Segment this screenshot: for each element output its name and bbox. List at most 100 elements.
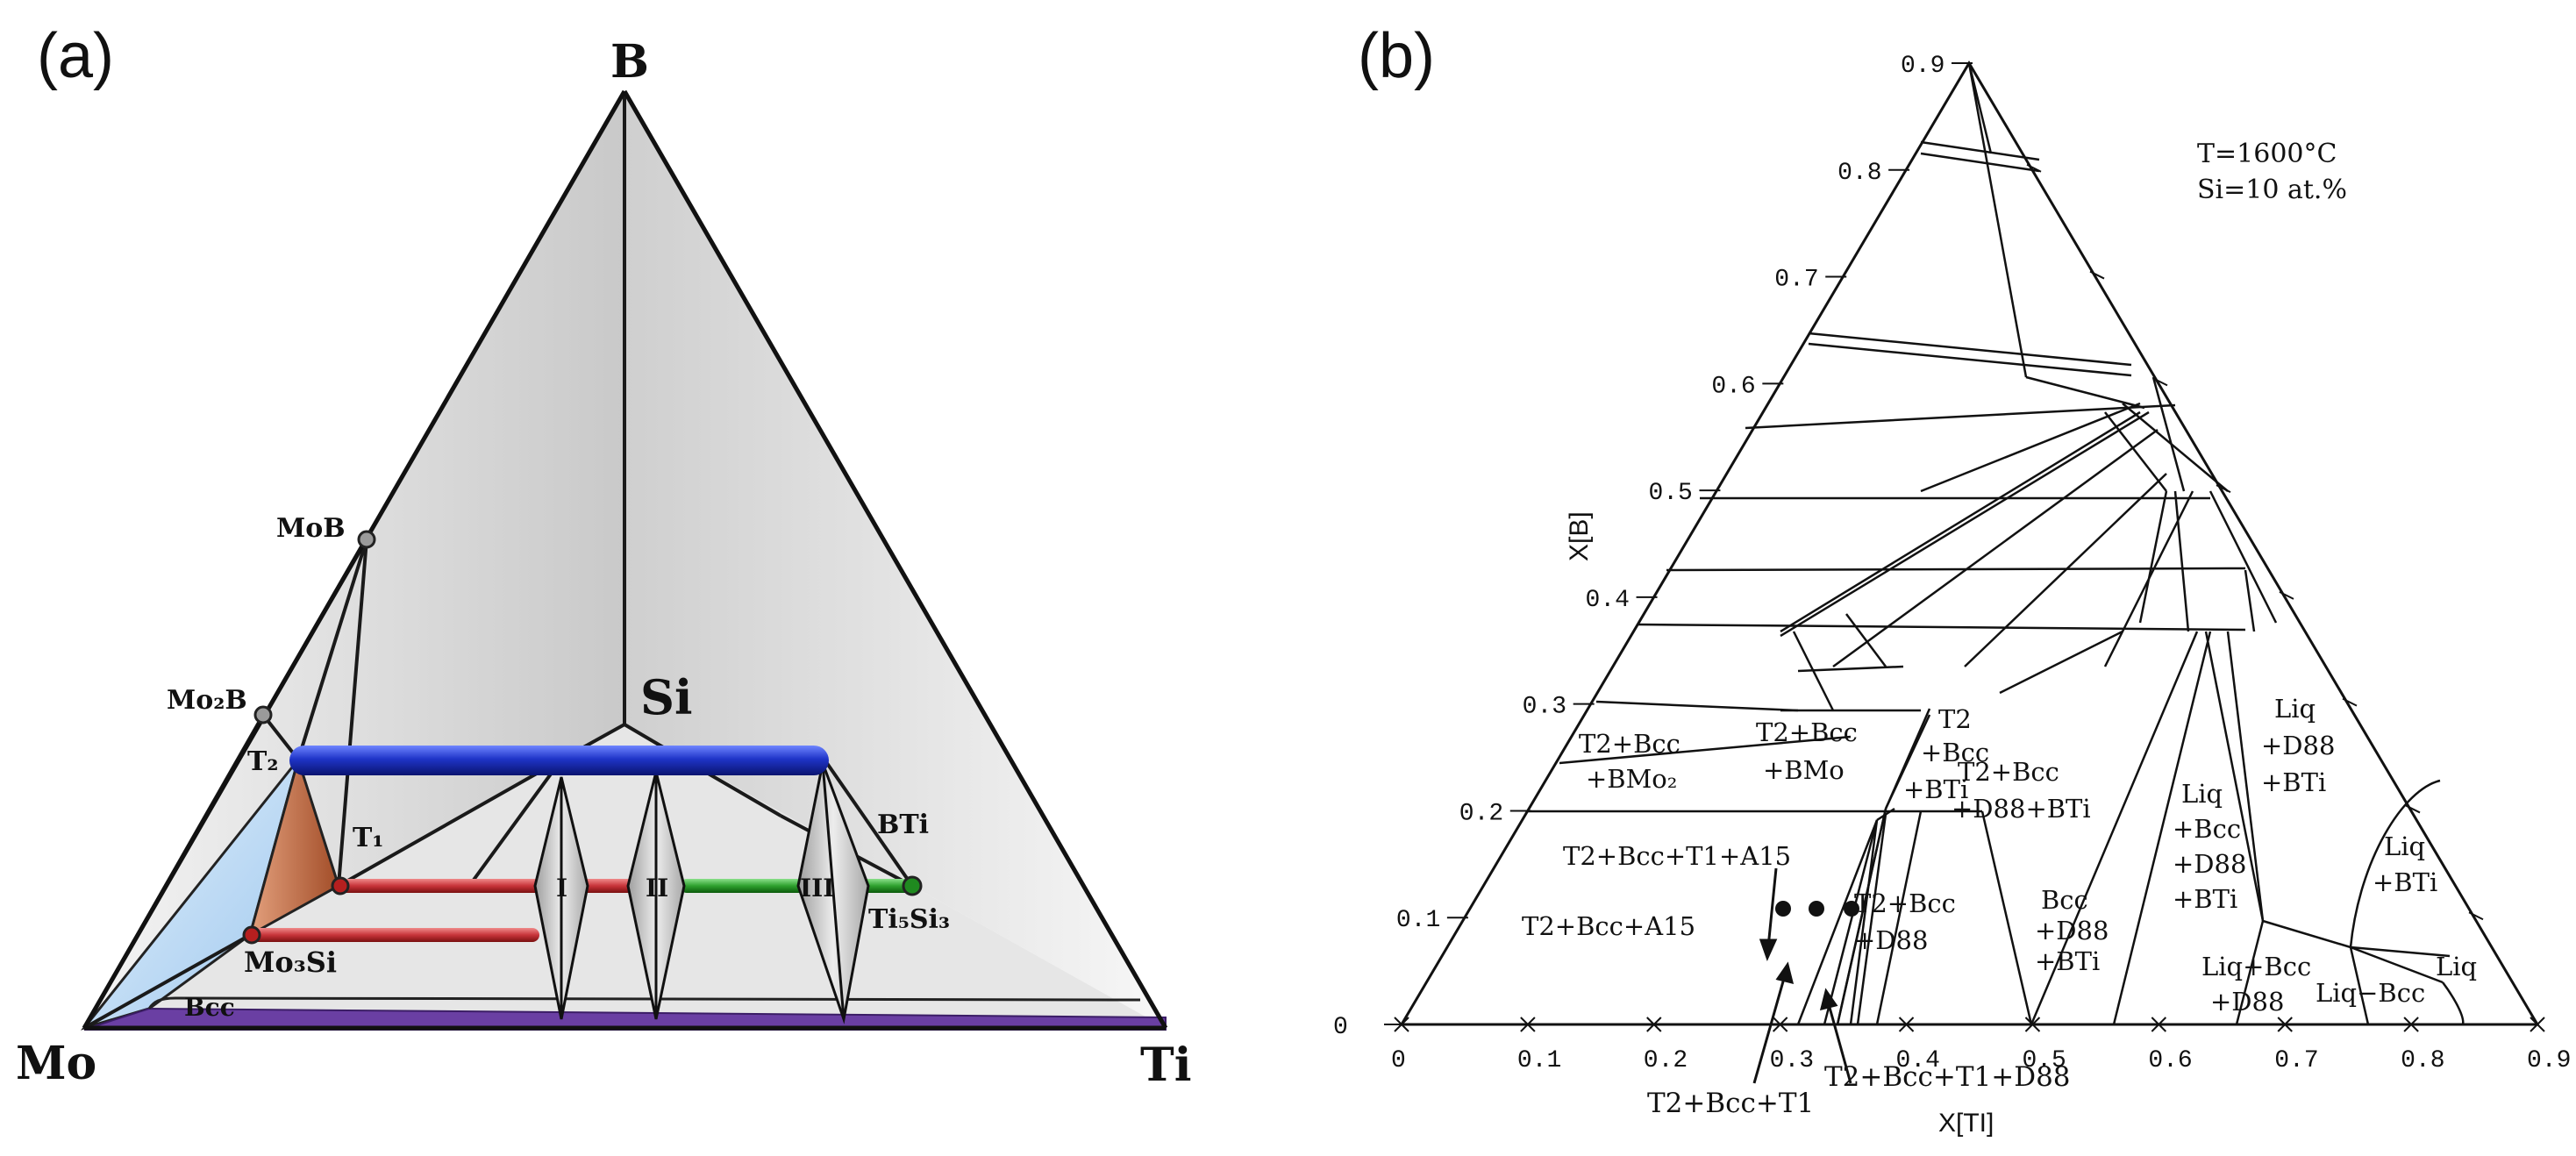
- y-tick-label: 0.5: [1648, 480, 1692, 507]
- bti-label: BTi: [877, 810, 929, 840]
- right-tick-mark: [2405, 804, 2421, 814]
- right-tick-mark: [2342, 697, 2358, 707]
- x-tick-mark: [1646, 1017, 1662, 1032]
- panel-a-label: (a): [37, 21, 114, 91]
- x-tick-mark: [1520, 1017, 1536, 1032]
- phase-label: +BTi: [2261, 767, 2326, 797]
- y-tick-label: 0.4: [1586, 587, 1630, 614]
- ti5si3-node: [902, 875, 923, 896]
- x-tick-label: 0: [1391, 1047, 1406, 1074]
- phase-label: +D88: [2035, 916, 2109, 945]
- y-tick-label: 0.3: [1523, 694, 1566, 721]
- x-tick-mark: [2024, 1017, 2041, 1032]
- x-tick-mark: [1772, 1017, 1788, 1032]
- phase-label: +BTi: [2373, 867, 2437, 897]
- y-tick-label: 0.9: [1901, 53, 1944, 80]
- face-mo-si-ti: [84, 724, 1166, 1028]
- phase-label: T2+Bcc: [1854, 888, 1956, 918]
- t2-label: T₂: [247, 746, 278, 777]
- condition-temperature: T=1600°C: [2197, 139, 2337, 169]
- phase-label: +BTi: [2035, 946, 2100, 976]
- t1-node: [331, 876, 350, 896]
- phase-label: +BTi: [1903, 774, 1968, 804]
- panel-a: (a): [16, 21, 1191, 1092]
- region-iii-label: III: [800, 874, 834, 903]
- mo3si-tube: [250, 928, 539, 942]
- phase-label: Liq: [2181, 779, 2223, 809]
- phase-label: Liq−Bcc: [2316, 978, 2425, 1008]
- sample-dot-2: [1809, 901, 1824, 917]
- callout-label: T2+Bcc+T1: [1647, 1088, 1814, 1119]
- region-ii-label: II: [646, 874, 668, 903]
- x-tick-label: 0.5: [2022, 1047, 2066, 1074]
- y-axis-label: X[B]: [1565, 511, 1594, 561]
- y-tick-label: 0.7: [1774, 267, 1818, 294]
- x-tick-mark: [2403, 1017, 2419, 1032]
- phase-label: +D88: [1854, 925, 1928, 955]
- phase-label: T2+Bcc: [1756, 717, 1858, 747]
- vertex-b-label: B: [610, 35, 649, 89]
- x-tick-label: 0.2: [1644, 1047, 1688, 1074]
- phase-label: Bcc: [2041, 885, 2088, 915]
- right-tick-mark: [2089, 270, 2105, 280]
- y-tick-label: 0.2: [1459, 800, 1503, 827]
- mo3si-node: [242, 925, 261, 945]
- ti5si3-label: Ti₅Si₃: [868, 904, 950, 935]
- mob-node: [357, 530, 376, 549]
- x-tick-label: 0.7: [2274, 1047, 2318, 1074]
- x-tick-label: 0.9: [2527, 1047, 2571, 1074]
- x-tick-label: 0.1: [1517, 1047, 1561, 1074]
- y-tick-label: 0.6: [1711, 373, 1755, 400]
- phase-label: T2+Bcc+A15: [1522, 911, 1695, 941]
- ternary-frame: [1399, 61, 2540, 1026]
- phase-label: +Bcc: [2173, 814, 2241, 844]
- x-tick-mark: [2530, 1017, 2545, 1032]
- x-tick-label: 0.6: [2148, 1047, 2192, 1074]
- x-tick-mark: [2277, 1017, 2293, 1032]
- sample-dot-1: [1775, 901, 1791, 917]
- region-i-label: I: [556, 874, 567, 903]
- phase-label: +D88+BTi: [1952, 794, 2091, 824]
- sample-dot-3: [1844, 901, 1859, 917]
- phase-label: +Bcc: [1921, 738, 1989, 767]
- phase-label: Liq: [2384, 831, 2425, 861]
- mo3si-label: Mo₃Si: [244, 945, 337, 979]
- right-tick-mark: [2468, 911, 2484, 921]
- vertex-ti-label: Ti: [1140, 1038, 1191, 1092]
- phase-label: +BMo₂: [1586, 764, 1677, 794]
- phase-label: Liq: [2274, 694, 2316, 724]
- y-tick-label: 0.8: [1837, 160, 1881, 187]
- phase-label: T2+Bcc: [1579, 729, 1680, 759]
- si-label: Si: [640, 669, 693, 725]
- mo2b-label: Mo₂B: [167, 685, 247, 716]
- right-tick-mark: [2279, 590, 2294, 600]
- x-tick-mark: [1898, 1017, 1915, 1032]
- phase-label: +BTi: [2173, 884, 2237, 914]
- phase-label: T2+Bcc: [1958, 757, 2059, 787]
- x-tick-label: 0.3: [1770, 1047, 1814, 1074]
- phase-label: Liq+Bcc: [2201, 952, 2311, 981]
- y-tick-label: 0.1: [1396, 907, 1440, 934]
- callout-label: T2+Bcc+T1+D88: [1824, 1061, 2071, 1093]
- phase-boundaries: [1526, 62, 2465, 1025]
- phase-label: +D88: [2210, 987, 2284, 1017]
- t2-tube: [289, 746, 829, 775]
- phase-label: +BMo: [1763, 755, 1845, 785]
- callout-arrows: [1752, 867, 1852, 1084]
- x-tick-label: 0.4: [1896, 1047, 1940, 1074]
- phase-label-group: T2+Bcc +BMo₂ T2+Bcc +BMo T2 +Bcc +BTi T2…: [1522, 694, 2477, 1017]
- t1-label: T₁: [353, 823, 383, 853]
- x-tick-mark: [2151, 1017, 2167, 1032]
- bcc-boundary-curve: [147, 996, 1141, 1010]
- mob-label: MoB: [276, 513, 346, 544]
- y-tick-label: 0: [1333, 1014, 1348, 1041]
- right-tick-mark: [2152, 377, 2168, 387]
- phase-label: T2: [1938, 704, 1972, 734]
- phase-label: Liq: [2436, 952, 2477, 981]
- phase-label: T2+Bcc+T1+A15: [1563, 841, 1791, 871]
- phase-label: +D88: [2261, 731, 2335, 760]
- x-axis-label: X[TI]: [1938, 1109, 1994, 1138]
- tetrahedron-edges: [82, 89, 1168, 1031]
